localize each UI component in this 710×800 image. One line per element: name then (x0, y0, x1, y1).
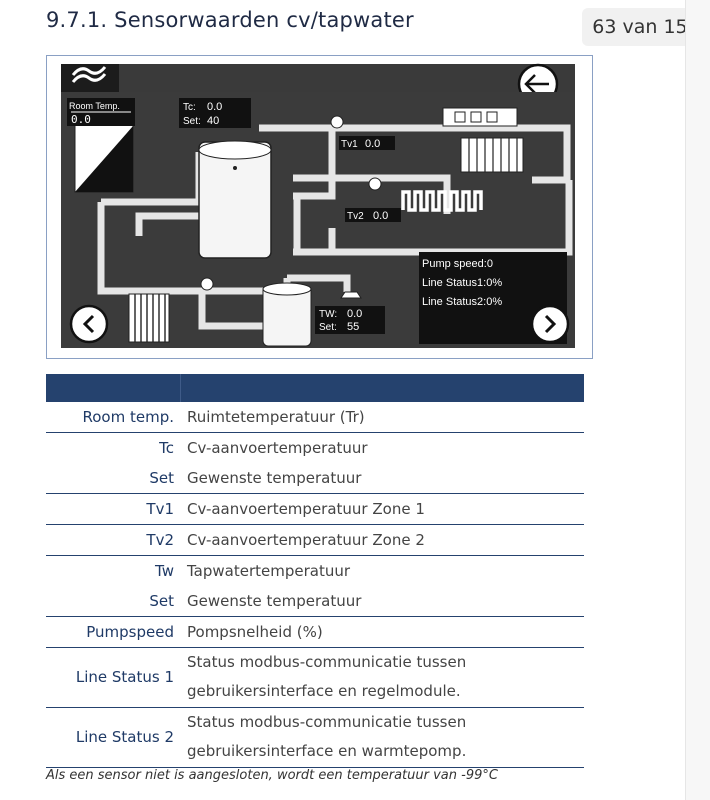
fan-coil-unit (442, 107, 518, 127)
hot-water-tank (262, 282, 312, 347)
screen-header-bar (61, 64, 575, 92)
tc-set-box (179, 98, 251, 128)
pump-icons (200, 115, 382, 291)
set2-value: 55 (347, 321, 359, 333)
table-row: Tw Tapwatertemperatuur (46, 556, 584, 586)
row-key: Room temp. (82, 408, 175, 426)
table-row: Tv2 Cv-aanvoertemperatuur Zone 2 (46, 525, 584, 556)
row-value: Gewenste temperatuur (187, 592, 362, 610)
row-value: Gewenste temperatuur (187, 469, 362, 487)
tv2-value: 0.0 (373, 210, 388, 222)
tw-label: TW: (319, 309, 337, 320)
system-diagram: Room Temp. 0.0 Tc: 0.0 Set: 40 Tv1 0.0 T… (61, 63, 575, 348)
table-header (46, 374, 584, 402)
row-key: Tv2 (146, 531, 174, 549)
radiator (460, 137, 524, 173)
room-temp-label: Room Temp. (69, 101, 120, 111)
buffer-tank (198, 140, 272, 259)
row-key: Tc (159, 439, 174, 457)
row-key: Tw (155, 562, 174, 580)
tc-label: Tc: (183, 102, 196, 113)
tw-value: 0.0 (347, 308, 362, 320)
page-title: 9.7.1. Sensorwaarden cv/tapwater (46, 8, 414, 32)
pump-speed-text: Pump speed:0 (422, 258, 493, 270)
row-value-line1: Status modbus-communicatie tussen (187, 713, 467, 731)
table-row: Line Status 1 Status modbus-communicatie… (46, 648, 584, 708)
set1-value: 40 (207, 115, 219, 127)
controller-screen: Room Temp. 0.0 Tc: 0.0 Set: 40 Tv1 0.0 T… (46, 55, 593, 359)
tv1-box (339, 136, 395, 150)
row-value: Cv-aanvoertemperatuur (187, 439, 368, 457)
chevron-left-icon[interactable] (69, 304, 109, 344)
room-temp-value: 0.0 (71, 113, 91, 126)
shower-icon (340, 291, 362, 299)
table-row: Set Gewenste temperatuur (46, 586, 584, 617)
tc-value: 0.0 (207, 101, 222, 113)
floor-heating-coil (401, 190, 483, 212)
line-status2-text: Line Status2:0% (422, 296, 502, 308)
tv1-value: 0.0 (365, 138, 380, 150)
table-row: Set Gewenste temperatuur (46, 463, 584, 494)
tw-set-box (315, 306, 385, 334)
logo-waves-icon (61, 64, 119, 92)
set2-label: Set: (319, 322, 337, 333)
heat-exchanger (128, 293, 170, 343)
table-row: Tc Cv-aanvoertemperatuur (46, 433, 584, 463)
sensor-table: Room temp. Ruimtetemperatuur (Tr) Tc Cv-… (46, 374, 584, 768)
row-value-line2: gebruikersinterface en regelmodule. (187, 682, 461, 700)
line-status1-text: Line Status1:0% (422, 277, 502, 289)
tv2-box (345, 208, 401, 222)
row-value-line2: gebruikersinterface en warmtepomp. (187, 742, 467, 760)
row-key: Tv1 (146, 500, 174, 518)
room-unit (74, 113, 134, 193)
footnote: Als een sensor niet is aangesloten, word… (46, 768, 498, 783)
row-key: Set (149, 592, 174, 610)
row-value: Pompsnelheid (%) (187, 623, 323, 641)
table-row: Line Status 2 Status modbus-communicatie… (46, 708, 584, 768)
table-row: Room temp. Ruimtetemperatuur (Tr) (46, 402, 584, 433)
row-key: Line Status 2 (75, 728, 174, 746)
chevron-right-icon[interactable] (530, 304, 570, 344)
row-value: Tapwatertemperatuur (187, 562, 351, 580)
row-value: Ruimtetemperatuur (Tr) (187, 408, 365, 426)
table-row: Tv1 Cv-aanvoertemperatuur Zone 1 (46, 494, 584, 525)
row-key: Pumpspeed (86, 623, 174, 641)
table-row: Pumpspeed Pompsnelheid (%) (46, 617, 584, 648)
row-key: Line Status 1 (75, 668, 174, 686)
tv2-label: Tv2 (347, 211, 364, 222)
scrollbar[interactable] (685, 0, 710, 800)
row-value-line1: Status modbus-communicatie tussen (187, 653, 467, 671)
tv1-label: Tv1 (341, 139, 358, 150)
row-value: Cv-aanvoertemperatuur Zone 2 (187, 531, 425, 549)
row-key: Set (149, 469, 174, 487)
row-value: Cv-aanvoertemperatuur Zone 1 (187, 500, 425, 518)
set1-label: Set: (183, 116, 201, 127)
